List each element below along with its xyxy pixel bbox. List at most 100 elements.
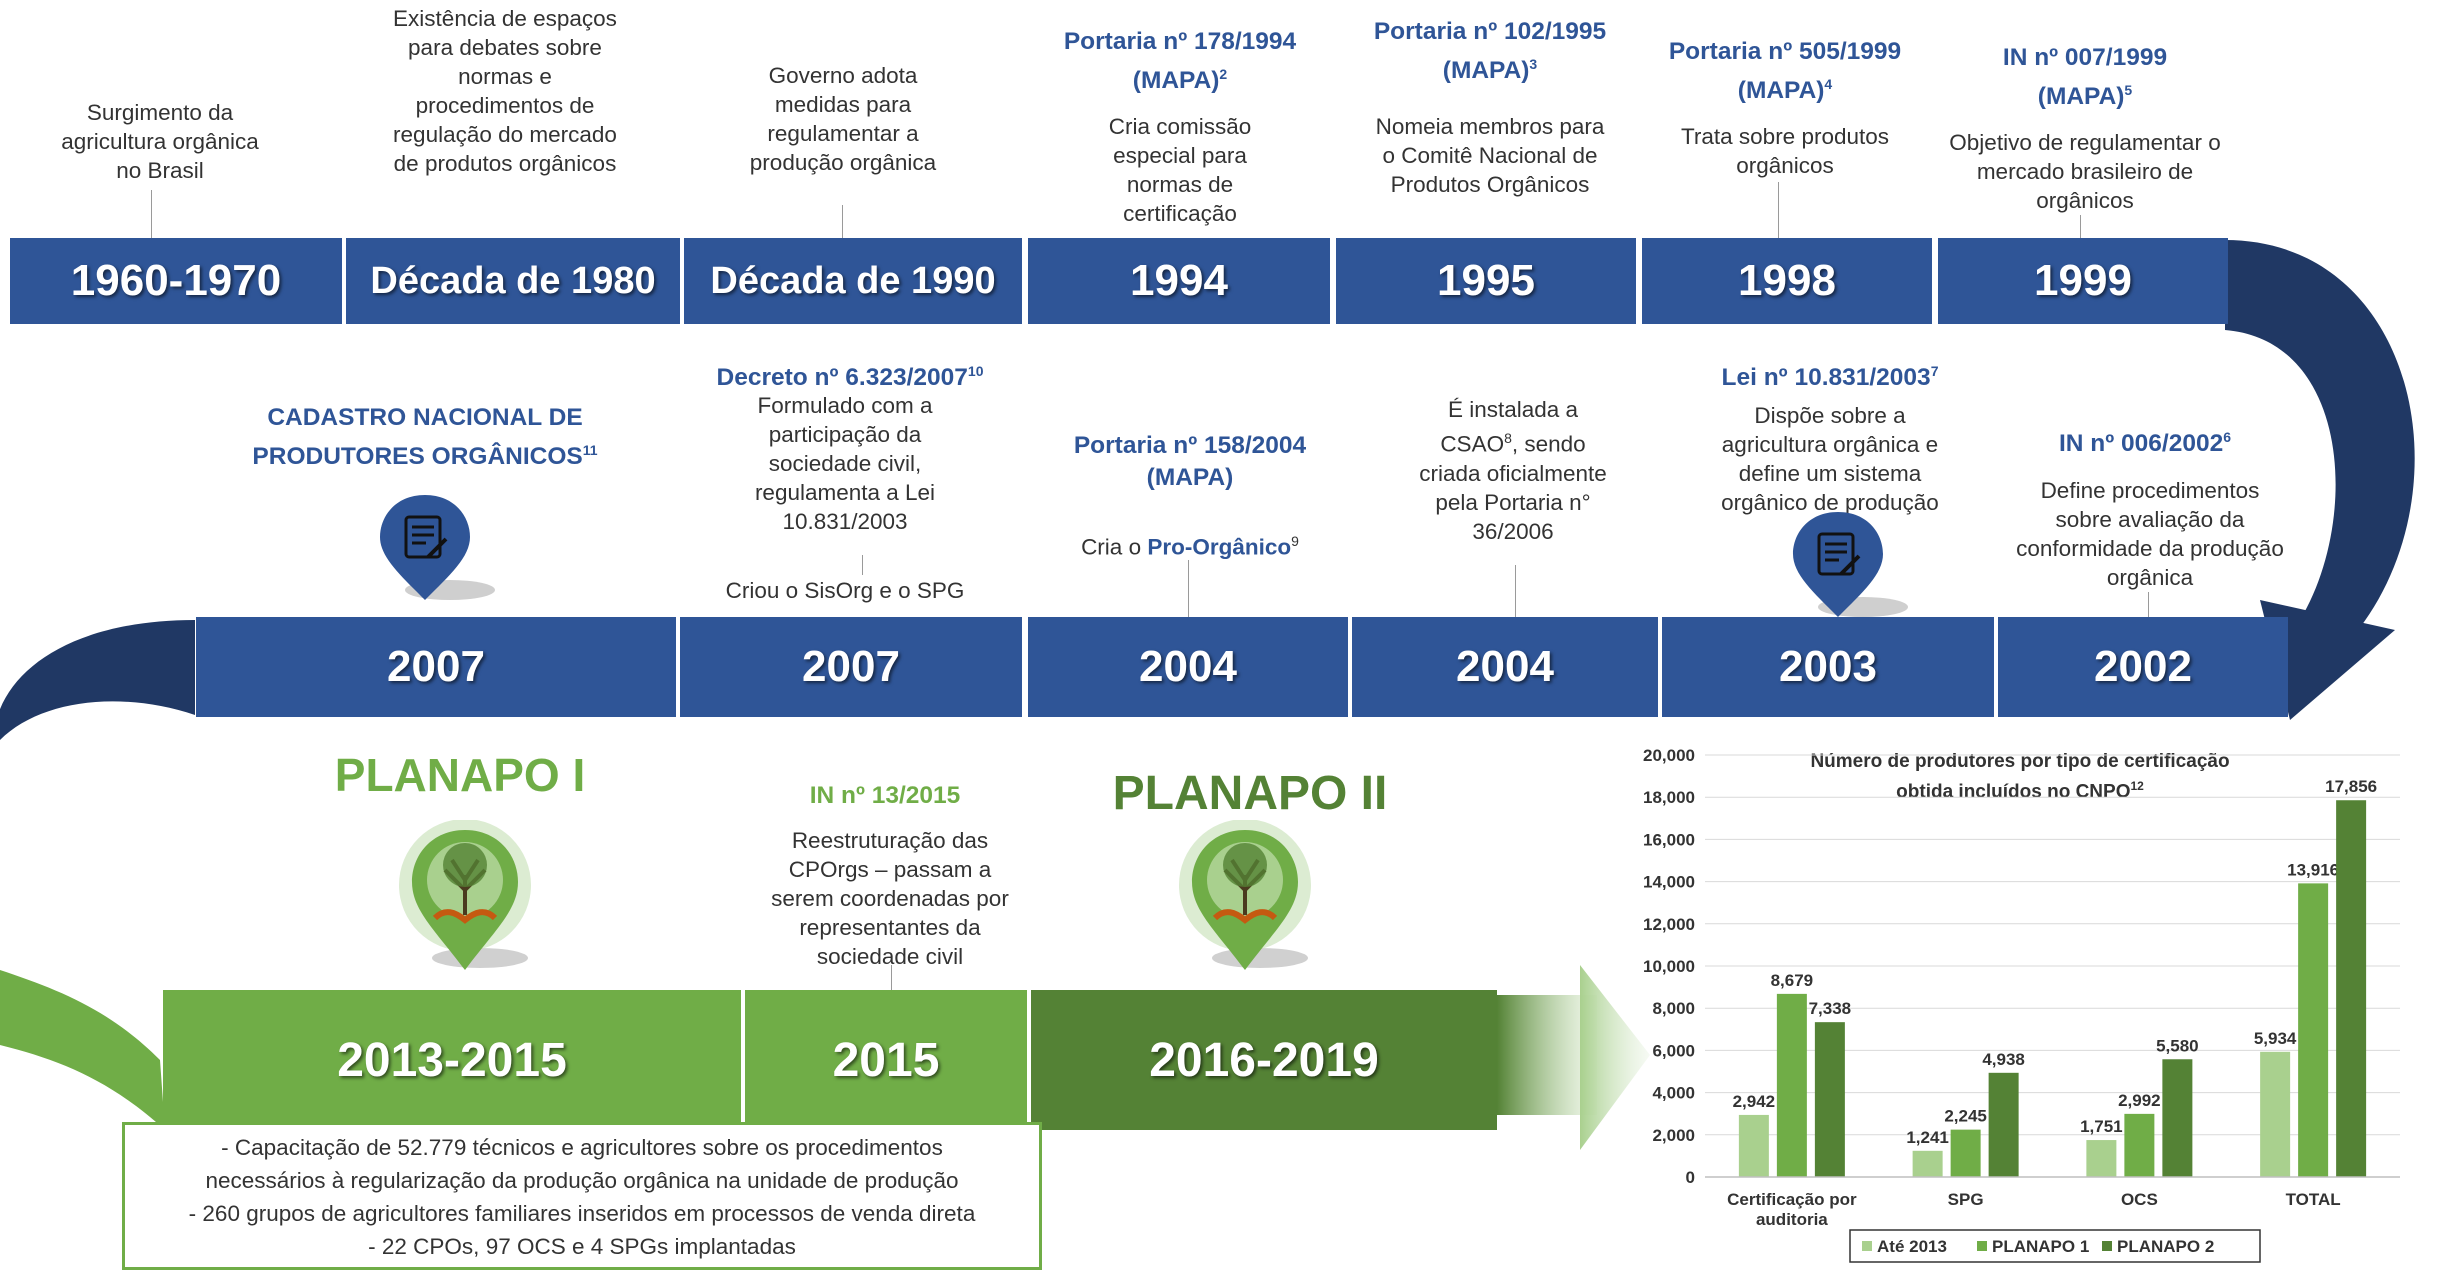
event-title-decreto-2007: Decreto nº 6.323/200710 xyxy=(716,363,984,392)
connector-2002 xyxy=(2148,592,2149,617)
event-desc-decreto-2007: Formulado com a participação da sociedad… xyxy=(754,393,936,534)
event-title-lei-2003: Lei nº 10.831/20037 xyxy=(1721,363,1939,392)
green-fade-arrowhead xyxy=(1580,965,1650,1150)
event-title-1998: Portaria nº 505/1999 (MAPA)4 xyxy=(1668,38,1902,105)
data-label: 8,679 xyxy=(1771,971,1814,990)
legend-box xyxy=(1849,1229,2261,1263)
data-label: 2,942 xyxy=(1733,1092,1776,1111)
y-tick-label: 20,000 xyxy=(1643,746,1695,765)
event-title-1999: IN nº 007/1999 (MAPA)5 xyxy=(2002,44,2168,111)
y-tick-label: 2,000 xyxy=(1652,1126,1695,1145)
y-tick-label: 18,000 xyxy=(1643,788,1695,807)
event-title-1995: Portaria nº 102/1995 (MAPA)3 xyxy=(1373,18,1607,85)
left-green-arrow xyxy=(0,970,165,1130)
bar xyxy=(2124,1113,2155,1177)
result-line: - 22 CPOs, 97 OCS e 4 SPGs implantadas xyxy=(368,1234,796,1259)
event-title-in-2015: IN nº 13/2015 xyxy=(809,782,961,809)
legend-swatch xyxy=(1977,1241,1987,1251)
bar xyxy=(2162,1059,2193,1177)
data-label: 2,245 xyxy=(1944,1107,1987,1126)
event-desc-in-2015: Reestruturação das CPOrgs – passam a ser… xyxy=(771,828,1009,969)
year-bar-2003: 2003 xyxy=(1662,617,1994,717)
period-bar-2015: 2015 xyxy=(745,990,1027,1130)
event-desc-portaria-2004: Cria o Pro-Orgânico9 xyxy=(1081,533,1299,560)
period-bar-2016-2019: 2016-2019 xyxy=(1031,990,1497,1130)
year-bar-2004-csao: 2004 xyxy=(1352,617,1658,717)
legend-swatch xyxy=(1862,1241,1872,1251)
result-line: - Capacitação de 52.779 técnicos e agric… xyxy=(205,1135,959,1193)
year-bar-1994: 1994 xyxy=(1028,238,1330,324)
document-pen-icon xyxy=(380,495,495,600)
connector-2004a xyxy=(1188,560,1189,617)
x-tick-label: Certificação por xyxy=(1727,1190,1857,1209)
y-tick-label: 16,000 xyxy=(1643,830,1695,849)
legend-label: PLANAPO 2 xyxy=(2117,1237,2214,1256)
data-label: 1,751 xyxy=(2080,1117,2123,1136)
legend-label: PLANAPO 1 xyxy=(1992,1237,2089,1256)
legend-label: Até 2013 xyxy=(1877,1237,1947,1256)
planapo-1-title: PLANAPO I xyxy=(334,749,586,801)
producers-bar-chart: 0 2,000 4,000 6,000 8,000 10,000 12,000 14,000 1… xyxy=(1643,746,2400,1263)
y-tick-label: 8,000 xyxy=(1652,999,1695,1018)
data-label: 2,992 xyxy=(2118,1091,2161,1110)
y-tick-label: 14,000 xyxy=(1643,873,1695,892)
right-curve-arrowhead xyxy=(2260,600,2395,720)
event-desc-1998: Trata sobre produtos orgânicos xyxy=(1680,124,1890,178)
bar xyxy=(1950,1129,1981,1177)
tree-hands-icon xyxy=(1179,820,1311,970)
data-label: 13,916 xyxy=(2287,860,2339,879)
event-desc-1995: Nomeia membros para o Comitê Nacional de… xyxy=(1375,114,1605,197)
planapo-2-title: PLANAPO II xyxy=(1112,767,1388,820)
year-bar-1960-1970: 1960-1970 xyxy=(10,238,342,324)
event-title-1994: Portaria nº 178/1994 (MAPA)2 xyxy=(1063,28,1297,95)
event-desc-1994: Cria comissão especial para normas de ce… xyxy=(1108,114,1252,226)
right-curve-arrow xyxy=(2225,240,2415,640)
bar xyxy=(2336,800,2367,1177)
data-label: 5,934 xyxy=(2254,1029,2297,1048)
x-tick-label: auditoria xyxy=(1756,1210,1828,1229)
y-tick-label: 4,000 xyxy=(1652,1084,1695,1103)
year-bar-2002: 2002 xyxy=(1998,617,2288,717)
result-line: - 260 grupos de agricultores familiares … xyxy=(188,1201,976,1226)
x-tick-label: TOTAL xyxy=(2286,1190,2341,1209)
year-bar-1998: 1998 xyxy=(1642,238,1932,324)
bar xyxy=(1814,1022,1845,1177)
event-title-in-2002: IN nº 006/20026 xyxy=(2058,429,2231,458)
bar xyxy=(1912,1150,1943,1177)
y-tick-label: 6,000 xyxy=(1652,1041,1695,1060)
y-tick-label: 12,000 xyxy=(1643,915,1695,934)
y-tick-label: 0 xyxy=(1686,1168,1695,1187)
event-desc-1980: Existência de espaços para debates sobre… xyxy=(393,6,617,176)
x-tick-label: OCS xyxy=(2121,1190,2158,1209)
data-label: 1,241 xyxy=(1906,1128,1949,1147)
connector-1990 xyxy=(842,205,843,238)
legend-swatch xyxy=(2102,1241,2112,1251)
year-bar-decada-1990: Década de 1990 xyxy=(684,238,1022,324)
year-bar-2007-cnpo: 2007 xyxy=(196,617,676,717)
year-bar-2007-decreto: 2007 xyxy=(680,617,1022,717)
year-bar-1995: 1995 xyxy=(1336,238,1636,324)
event-desc-lei-2003: Dispõe sobre a agricultura orgânica e de… xyxy=(1721,403,1939,515)
period-bar-2013-2015: 2013-2015 xyxy=(163,990,741,1130)
year-bar-decada-1980: Década de 1980 xyxy=(346,238,680,324)
connector-1960 xyxy=(151,190,152,238)
y-tick-label: 10,000 xyxy=(1643,957,1695,976)
x-tick-label: SPG xyxy=(1948,1190,1984,1209)
data-label: 5,580 xyxy=(2156,1036,2199,1055)
left-curve-arrow xyxy=(0,620,195,780)
connector-1998 xyxy=(1778,182,1779,238)
bar xyxy=(1988,1072,2019,1177)
bar xyxy=(2086,1140,2117,1177)
planapo-1-results-box: - Capacitação de 52.779 técnicos e agric… xyxy=(122,1122,1042,1270)
event-desc-csao-2004: É instalada a CSAO8, sendo criada oficia… xyxy=(1419,397,1607,544)
event-desc2-decreto-2007: Criou o SisOrg e o SPG xyxy=(725,578,965,603)
tree-hands-icon xyxy=(399,820,531,970)
bar xyxy=(1738,1114,1769,1177)
connector-2007 xyxy=(862,555,863,575)
data-label: 7,338 xyxy=(1809,999,1852,1018)
data-label: 4,938 xyxy=(1982,1050,2025,1069)
event-desc-1960-1970: Surgimento da agricultura orgânica no Br… xyxy=(61,100,259,183)
event-desc-1999: Objetivo de regulamentar o mercado brasi… xyxy=(1949,130,2221,213)
event-title-portaria-2004: Portaria nº 158/2004 (MAPA) xyxy=(1073,432,1307,491)
